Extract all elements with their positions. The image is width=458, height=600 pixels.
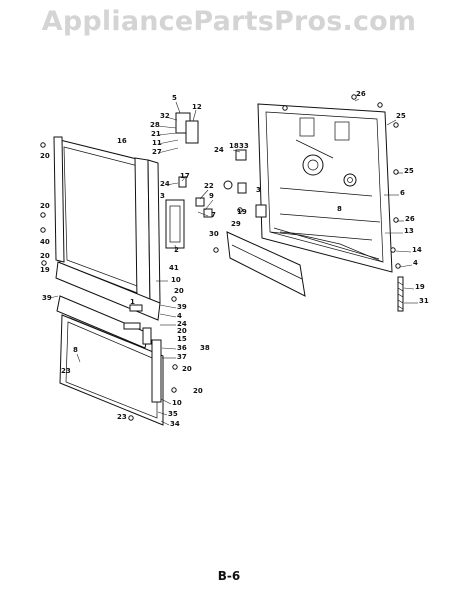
callout-10: 10 — [171, 276, 181, 284]
part-callouts: 5 12 32 28 21 11 27 16 20 17 24 3 22 9 7… — [40, 90, 429, 428]
callout-26: 26 — [405, 215, 415, 223]
callout-3: 3 — [256, 186, 261, 194]
callout-34: 34 — [170, 420, 180, 428]
door-gasket — [226, 231, 306, 297]
leader-lines — [49, 98, 418, 426]
callout-20: 20 — [177, 327, 187, 335]
callout-20: 20 — [40, 202, 50, 210]
callout-17: 17 — [180, 172, 190, 180]
callout-2: 2 — [174, 246, 179, 254]
callout-1: 1 — [130, 298, 135, 306]
callout-7: 7 — [211, 211, 216, 219]
callout-24: 24 — [177, 320, 187, 328]
callout-5: 5 — [172, 94, 177, 102]
callout-20: 20 — [193, 387, 203, 395]
inner-door-liner — [53, 136, 156, 301]
callout-4: 4 — [413, 259, 418, 267]
callout-21: 21 — [151, 130, 161, 138]
callout-23: 23 — [117, 413, 127, 421]
callout-10: 10 — [172, 399, 182, 407]
callout-36: 36 — [177, 344, 187, 352]
callout-11: 11 — [152, 139, 162, 147]
callout-12: 12 — [192, 103, 202, 111]
callout-19: 19 — [415, 283, 425, 291]
callout-8: 8 — [73, 346, 78, 354]
side-brackets — [123, 304, 162, 403]
callout-37: 37 — [177, 353, 187, 361]
callout-29: 29 — [231, 220, 241, 228]
callout-15: 15 — [177, 335, 187, 343]
side-trim-strip — [134, 157, 161, 306]
callout-33: 33 — [239, 142, 249, 150]
callout-25: 25 — [404, 167, 414, 175]
callout-26: 26 — [356, 90, 366, 98]
callout-3: 3 — [160, 192, 165, 200]
callout-41: 41 — [169, 264, 179, 272]
door-spring — [397, 276, 404, 312]
callout-20: 20 — [40, 252, 50, 260]
callout-25: 25 — [396, 112, 406, 120]
outer-door-panel — [257, 103, 393, 273]
callout-27: 27 — [152, 148, 162, 156]
page-number: B-6 — [217, 569, 241, 583]
callout-14: 14 — [412, 246, 422, 254]
latch-assembly — [165, 112, 267, 249]
callout-32: 32 — [160, 112, 170, 120]
callout-16: 16 — [117, 137, 127, 145]
callout-24: 24 — [214, 146, 224, 154]
callout-19: 19 — [40, 266, 50, 274]
callout-23: 23 — [61, 367, 71, 375]
callout-20: 20 — [182, 365, 192, 373]
callout-39: 39 — [177, 303, 187, 311]
callout-24: 24 — [160, 180, 170, 188]
callout-30: 30 — [209, 230, 219, 238]
callout-20: 20 — [40, 152, 50, 160]
watermark-logo: AppliancePartsPros.com — [41, 6, 417, 37]
bottom-kick-plate — [59, 314, 164, 426]
callout-19: 19 — [237, 208, 247, 216]
callout-20: 20 — [174, 287, 184, 295]
screw-icons — [40, 94, 401, 421]
callout-4: 4 — [177, 312, 182, 320]
callout-8: 8 — [337, 205, 342, 213]
callout-38: 38 — [200, 344, 210, 352]
callout-39: 39 — [42, 294, 52, 302]
callout-9: 9 — [209, 192, 214, 200]
callout-13: 13 — [404, 227, 414, 235]
callout-35: 35 — [168, 410, 178, 418]
callout-6: 6 — [400, 189, 405, 197]
callout-18: 18 — [229, 142, 239, 150]
callout-22: 22 — [204, 182, 214, 190]
callout-31: 31 — [419, 297, 429, 305]
callout-40: 40 — [40, 238, 50, 246]
callout-28: 28 — [150, 121, 160, 129]
